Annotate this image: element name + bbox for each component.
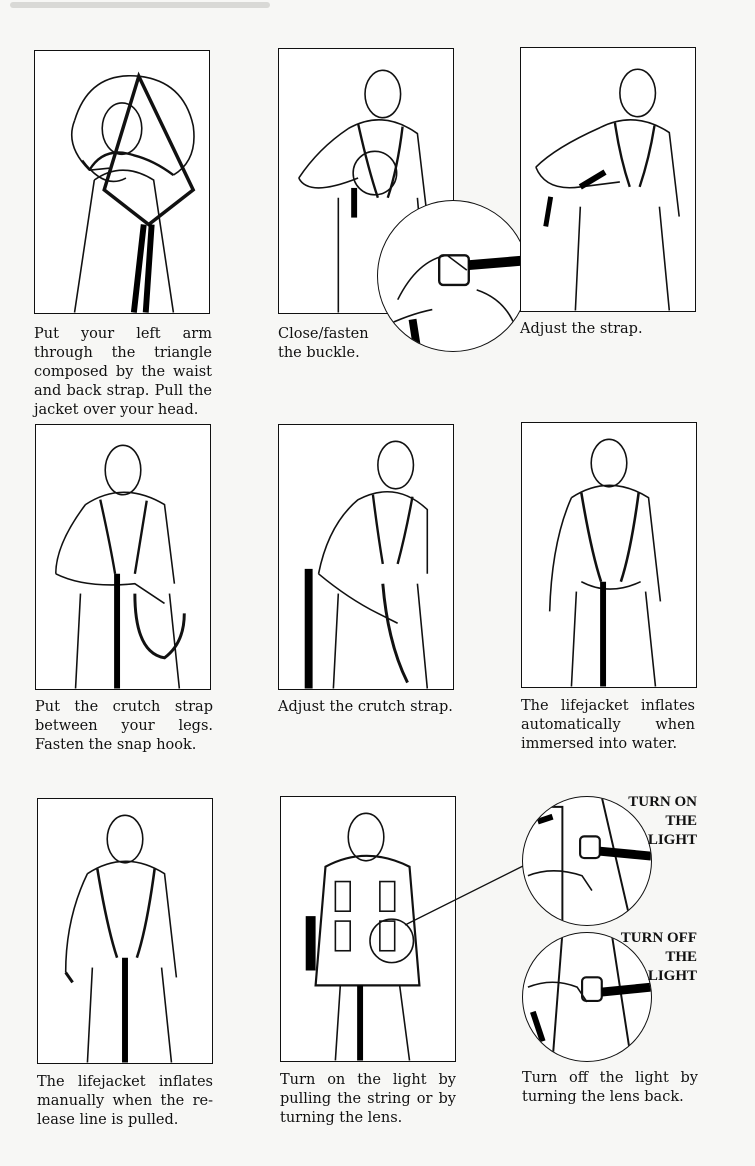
caption-step-1: Put your left arm through the triangle c… xyxy=(34,326,212,418)
illustration-step-6 xyxy=(521,422,697,688)
caption-step-4: Put the crutch strap between your legs. … xyxy=(35,699,213,753)
caption-step-5: Adjust the crutch strap. xyxy=(278,699,453,715)
caption-step-8: Turn on the light by pulling the string … xyxy=(280,1072,456,1126)
page-header xyxy=(0,0,755,14)
turn-off-light-label: TURN OFF THE LIGHT xyxy=(620,930,697,984)
caption-step-6: The lifejacket inflates automatically wh… xyxy=(521,698,695,752)
illustration-step-7 xyxy=(37,798,213,1064)
illustration-step-3 xyxy=(520,47,696,312)
illustration-step-8 xyxy=(280,796,456,1062)
turn-off-light-inset xyxy=(522,932,652,1062)
illustration-step-4 xyxy=(35,424,211,690)
page-number-smudge xyxy=(10,2,270,8)
illustration-step-1 xyxy=(34,50,210,314)
caption-step-3: Adjust the strap. xyxy=(520,321,643,337)
buckle-detail-inset xyxy=(377,200,529,352)
turn-on-light-inset xyxy=(522,796,652,926)
illustration-step-5 xyxy=(278,424,454,690)
caption-step-9: Turn off the light by turning the lens b… xyxy=(522,1070,698,1105)
caption-step-2: Close/fasten the buckle. xyxy=(278,326,369,361)
caption-step-7: The lifejacket inflates manually when th… xyxy=(37,1074,213,1128)
turn-on-light-label: TURN ON THE LIGHT xyxy=(628,794,697,848)
